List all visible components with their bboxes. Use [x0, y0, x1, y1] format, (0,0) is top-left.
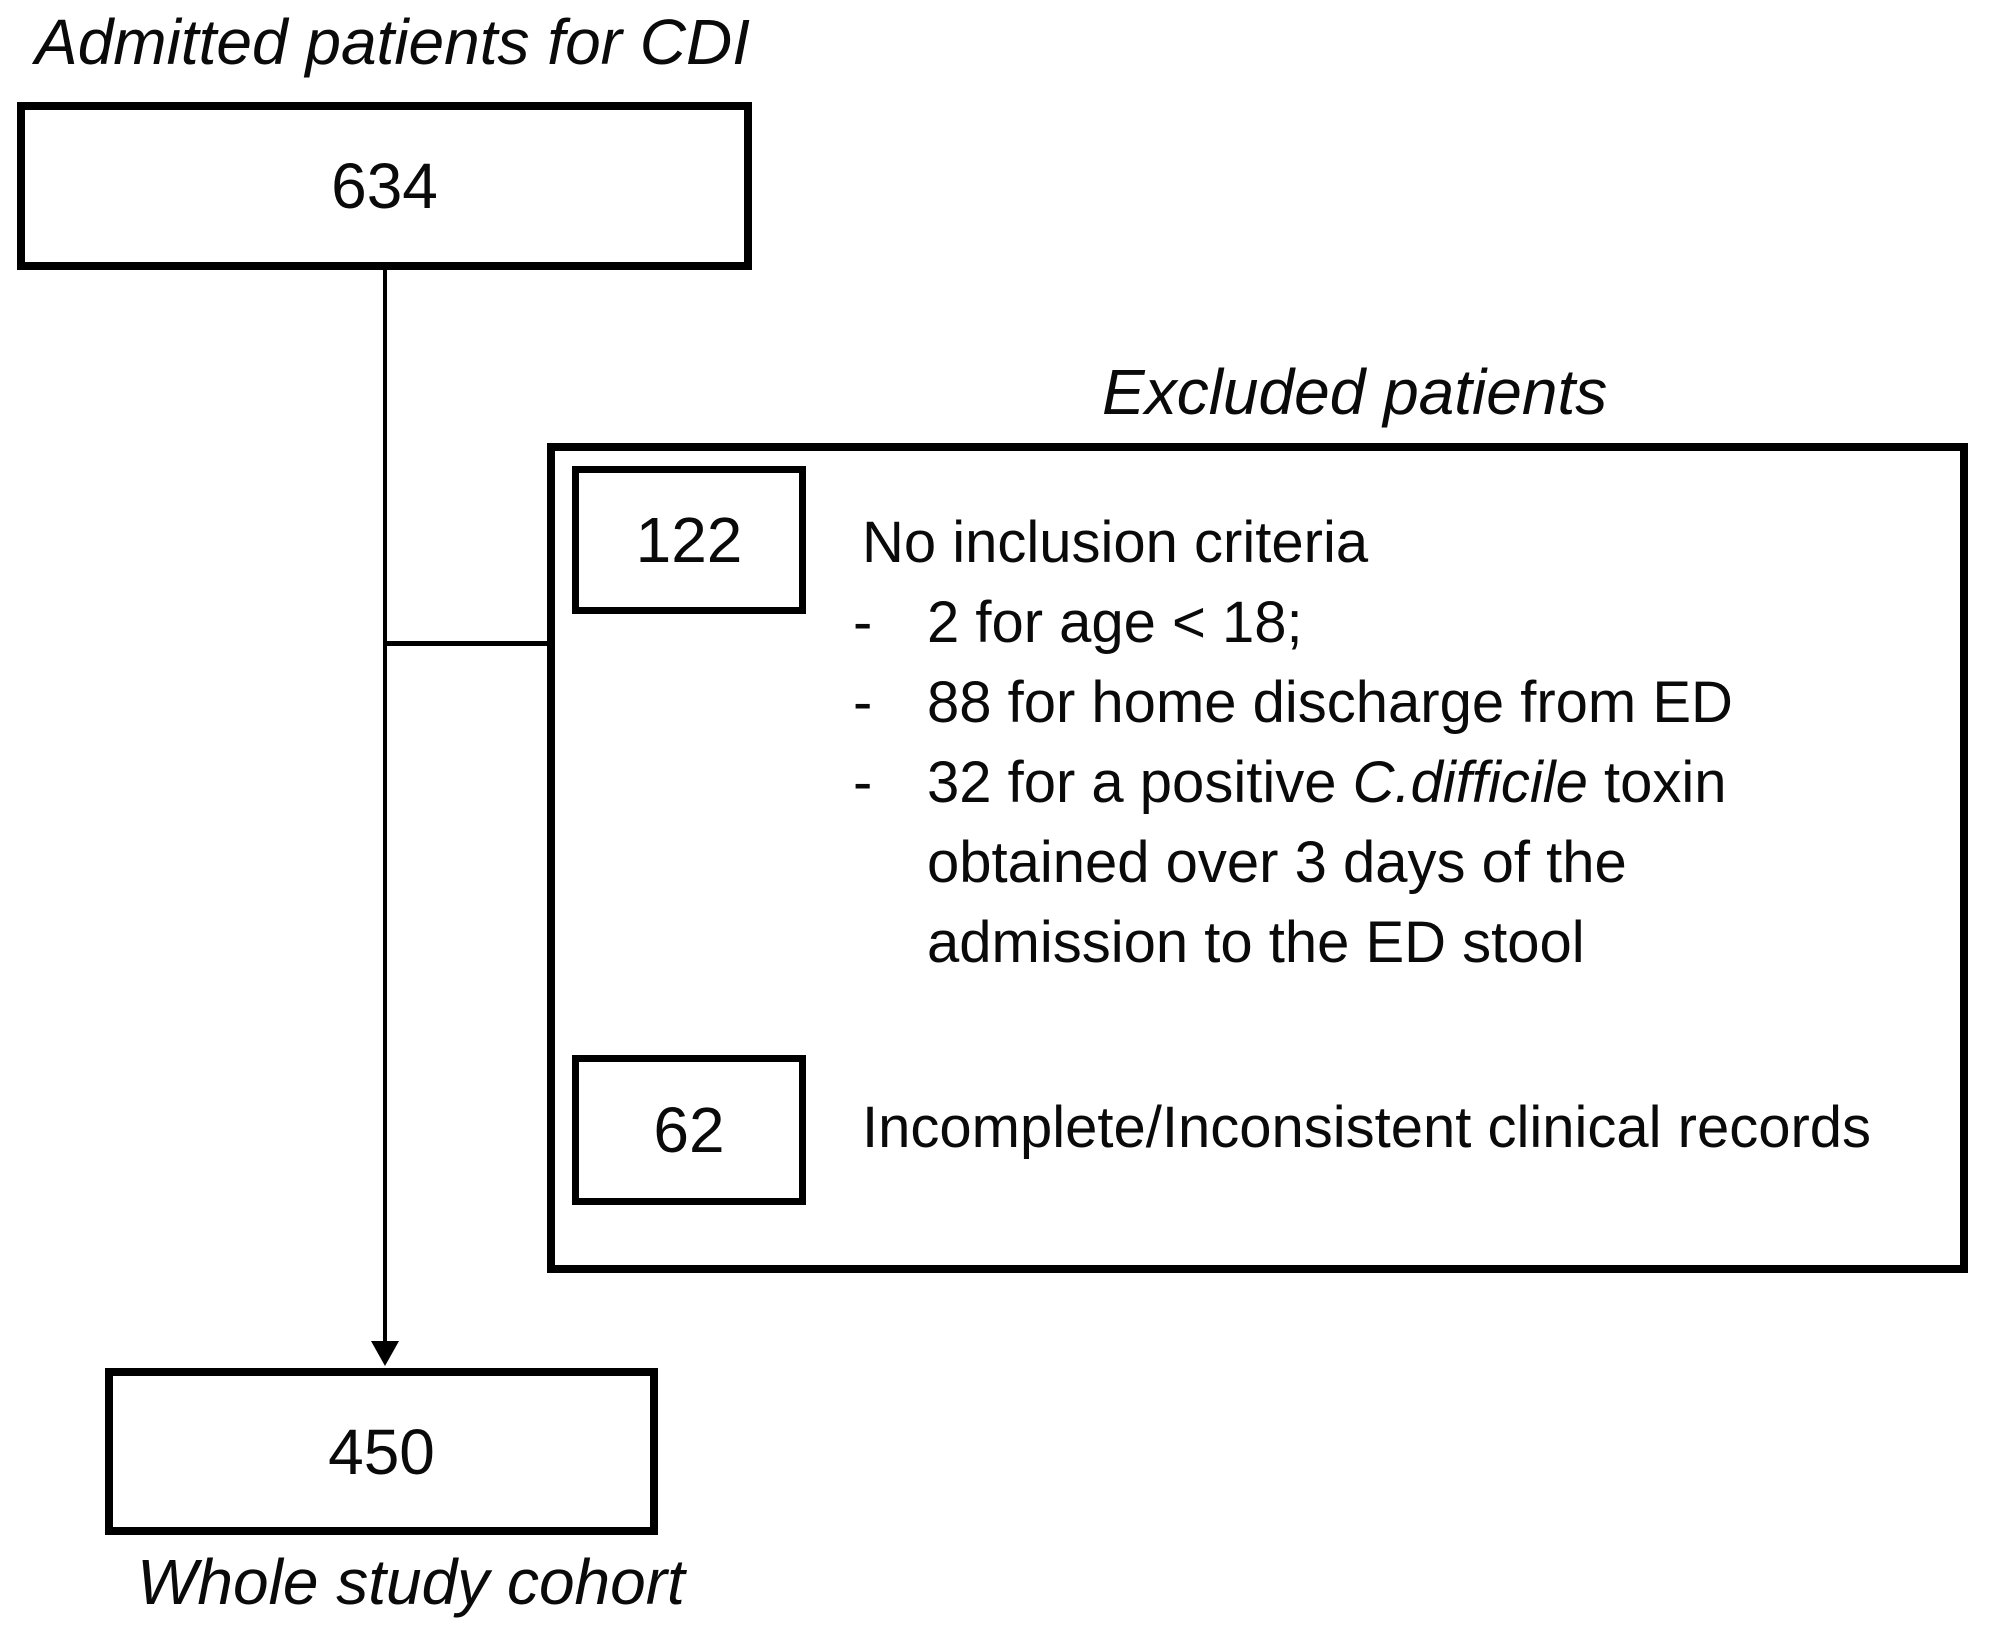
bullet-text-home-discharge: 88 for home discharge from ED — [927, 670, 1733, 735]
no-inclusion-count: 122 — [635, 504, 743, 576]
no-inclusion-bullet-list: - 2 for age < 18; - 88 for home discharg… — [853, 583, 1953, 983]
incomplete-records-count: 62 — [653, 1094, 725, 1166]
organism-name: C.difficile — [1352, 750, 1588, 815]
admitted-count-box: 634 — [17, 102, 752, 270]
list-item: - 2 for age < 18; — [853, 583, 1953, 663]
bullet-marker: - — [853, 670, 873, 735]
cohort-count-box: 450 — [105, 1368, 658, 1535]
bullet-text-suffix: toxin — [1587, 750, 1727, 815]
list-item: - 32 for a positive C.difficile toxin ob… — [853, 743, 1953, 983]
connector-horizontal-line — [385, 641, 547, 646]
incomplete-records-count-box: 62 — [572, 1055, 806, 1205]
admitted-patients-label: Admitted patients for CDI — [35, 6, 750, 78]
bullet-text-wrap-line: admission to the ED stool — [927, 910, 1585, 975]
connector-vertical-line — [383, 270, 387, 1348]
admitted-count: 634 — [331, 150, 438, 222]
cohort-count: 450 — [328, 1415, 435, 1488]
arrowhead-down-icon — [371, 1341, 399, 1366]
bullet-marker: - — [853, 750, 873, 815]
whole-study-cohort-label: Whole study cohort — [137, 1546, 685, 1618]
bullet-text-wrap-line: obtained over 3 days of the — [927, 830, 1627, 895]
excluded-patients-label: Excluded patients — [1102, 356, 1608, 428]
bullet-text-prefix: 32 for a positive — [927, 750, 1353, 815]
bullet-text-positive-toxin: 32 for a positive C.difficile toxin obta… — [927, 743, 1953, 983]
bullet-marker: - — [853, 590, 873, 655]
incomplete-records-text: Incomplete/Inconsistent clinical records — [862, 1095, 1872, 1160]
no-inclusion-title: No inclusion criteria — [862, 510, 1369, 575]
bullet-text-age: 2 for age < 18; — [927, 590, 1303, 655]
list-item: - 88 for home discharge from ED — [853, 663, 1953, 743]
no-inclusion-count-box: 122 — [572, 466, 806, 614]
